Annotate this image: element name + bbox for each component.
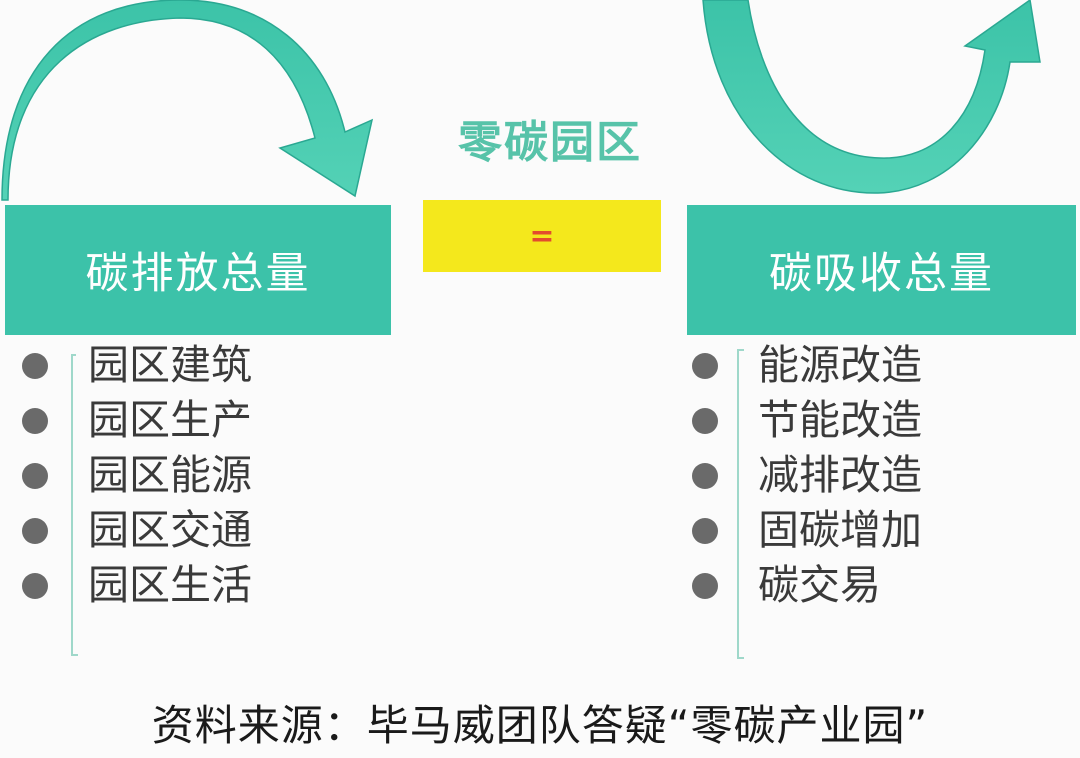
- right-bracket-line: [737, 349, 744, 659]
- list-item-label: 园区能源: [88, 451, 252, 499]
- absorption-total-label: 碳吸收总量: [769, 249, 994, 299]
- page-title: 零碳园区: [458, 117, 642, 168]
- emission-total-box: 碳排放总量: [5, 205, 391, 335]
- list-item-label: 固碳增加: [758, 506, 922, 554]
- list-item-label: 园区生活: [88, 561, 252, 609]
- list-item-label: 能源改造: [758, 341, 922, 389]
- list-item-label: 碳交易: [758, 561, 881, 609]
- curved-arrow-up-icon: [702, 0, 1041, 194]
- bullet-icon: [692, 353, 718, 379]
- list-item-label: 园区生产: [88, 396, 252, 444]
- bullet-icon: [22, 518, 48, 544]
- bullet-icon: [692, 518, 718, 544]
- bullet-icon: [22, 573, 48, 599]
- emission-total-label: 碳排放总量: [85, 249, 311, 299]
- list-item-label: 节能改造: [758, 396, 922, 444]
- absorption-total-box: 碳吸收总量: [687, 205, 1076, 335]
- bullet-icon: [22, 463, 48, 489]
- list-item-label: 减排改造: [758, 451, 922, 499]
- bullet-icon: [692, 408, 718, 434]
- source-caption: 资料来源：毕马威团队答疑“零碳产业园”: [151, 701, 929, 750]
- bullet-icon: [692, 573, 718, 599]
- curved-arrow-down-icon: [1, 0, 374, 201]
- list-item-label: 园区建筑: [88, 341, 252, 389]
- equals-box: =: [423, 200, 661, 272]
- equals-sign: =: [529, 218, 555, 254]
- bullet-icon: [22, 408, 48, 434]
- bullet-icon: [692, 463, 718, 489]
- left-bracket-line: [71, 354, 78, 656]
- bullet-icon: [22, 353, 48, 379]
- list-item-label: 园区交通: [88, 506, 252, 554]
